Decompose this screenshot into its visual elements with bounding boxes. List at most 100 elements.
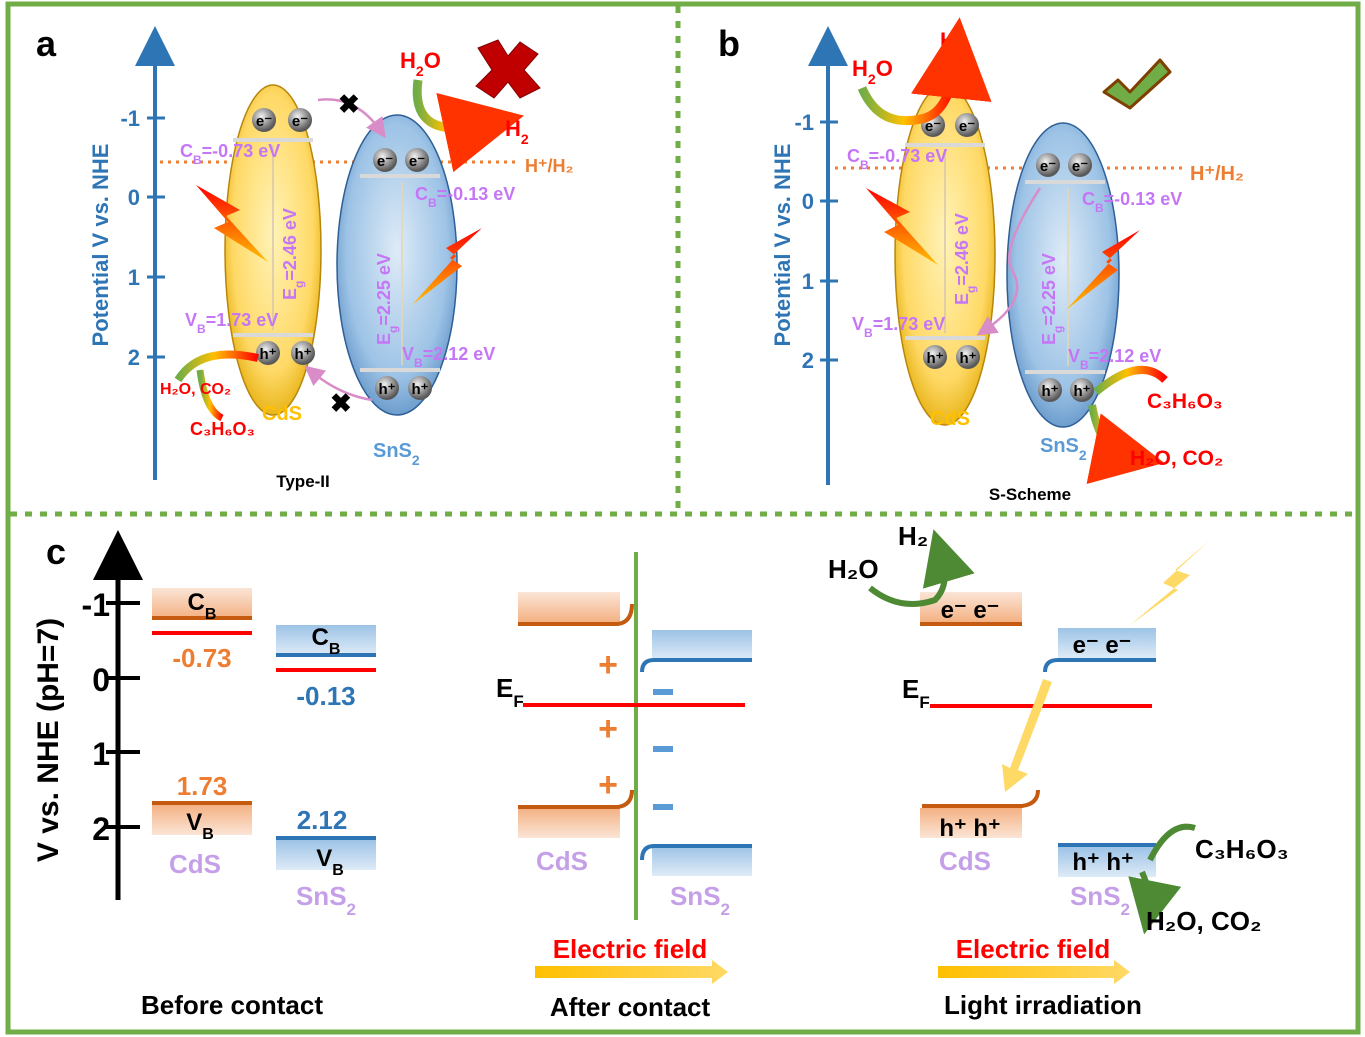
panel-b: b -1 0 1 2 Potential V vs. NHE H⁺/H₂ e⁻ … — [718, 17, 1244, 504]
panel-a-vb-sns2: VB=2.12 eV — [402, 344, 495, 370]
panel-b-label: b — [718, 23, 740, 64]
light-prod2: C₃H₆O₃ — [1195, 834, 1289, 864]
after-plus-2: + — [598, 710, 618, 748]
after-minus-2 — [653, 746, 673, 752]
panel-a-cds-holes: h⁺ h⁺ — [256, 341, 315, 365]
panel-a-h2-evolution-arrow — [412, 79, 525, 173]
light-sns2-cb-band — [1058, 628, 1156, 658]
light-prod1: H₂O, CO₂ — [1146, 906, 1262, 936]
tick-label: 0 — [802, 189, 814, 214]
tick-label: 1 — [92, 736, 110, 772]
panel-b-cds-electrons: e⁻ e⁻ — [921, 113, 979, 137]
before-sns2-vb-value: 2.12 — [297, 805, 348, 835]
panel-b-cds-name: CdS — [930, 408, 970, 430]
light-cds-name: CdS — [939, 846, 991, 876]
panel-c-axis-title: V vs. NHE (pH=7) — [32, 618, 65, 862]
after-cds-cb-band — [518, 592, 620, 622]
after-ef-label: EF — [496, 673, 524, 711]
after-cds-vb-band — [518, 808, 620, 838]
panel-a-sns2-holes: h⁺ h⁺ — [375, 376, 432, 400]
svg-text:e⁻: e⁻ — [959, 118, 975, 135]
after-electric-field-arrow — [535, 960, 728, 984]
outer-frame — [5, 1, 1361, 1035]
tick-label: -1 — [120, 106, 140, 131]
light-sns2-name: SnS2 — [1070, 881, 1130, 919]
after-cds-name: CdS — [536, 846, 588, 876]
panel-b-redox-label: H⁺/H₂ — [1190, 163, 1244, 185]
after-plus-1: + — [598, 646, 618, 684]
svg-text:h⁺: h⁺ — [378, 381, 395, 398]
light-cds-electrons: e⁻ e⁻ — [941, 597, 1000, 624]
panel-b-prod2: C₃H₆O₃ — [1147, 390, 1223, 413]
panel-b-cds-holes: h⁺ h⁺ — [923, 345, 980, 369]
after-sns2-cb-band — [652, 630, 752, 660]
panel-b-axis-title: Potential V vs. NHE — [770, 144, 795, 347]
after-minus-3 — [653, 804, 673, 810]
svg-text:e⁻: e⁻ — [292, 113, 308, 130]
svg-text:h⁺: h⁺ — [411, 381, 428, 398]
after-sns2-name: SnS2 — [670, 881, 730, 919]
panel-b-oxidation-arrow — [1093, 365, 1168, 396]
panel-a-oxidation-arrow — [174, 350, 259, 383]
panel-a-h2o: H2O — [400, 48, 441, 79]
svg-text:e⁻: e⁻ — [409, 153, 425, 170]
light-bolt-icon — [1130, 540, 1210, 625]
light-sns2-holes: h⁺ h⁺ — [1072, 849, 1133, 876]
tick-label: 2 — [128, 345, 140, 370]
panel-a-electron-transfer-arrow — [317, 98, 386, 139]
panel-b-check-icon — [1102, 58, 1172, 110]
light-h2-evolution-arrow — [868, 529, 975, 607]
caption-before-contact: Before contact — [141, 990, 323, 1020]
before-sns2-vb-band — [276, 840, 376, 870]
light-sns2-electrons: e⁻ e⁻ — [1073, 632, 1132, 659]
svg-text:e⁻: e⁻ — [1072, 158, 1088, 175]
caption-after-contact: After contact — [550, 992, 711, 1022]
panel-b-h2o: H2O — [852, 56, 893, 87]
light-electric-field-arrow — [938, 960, 1130, 984]
tick-label: 1 — [128, 265, 140, 290]
svg-text:e⁻: e⁻ — [925, 118, 941, 135]
tick-label: -1 — [82, 587, 110, 623]
tick-label: 2 — [92, 811, 110, 847]
panel-b-prod1: H₂O, CO₂ — [1130, 447, 1223, 470]
svg-text:h⁺: h⁺ — [1041, 383, 1058, 400]
panel-c: c -1 0 1 2 V vs. NHE (pH=7) CB -0.73 1.7… — [32, 521, 1289, 1022]
panel-a-light-bolt-right — [412, 228, 482, 305]
panel-a: a -1 0 1 2 Potential V vs. NHE H⁺/H₂ e⁻ … — [36, 23, 574, 491]
panel-a-sns2-electrons: e⁻ e⁻ — [373, 148, 429, 172]
before-sns2-cb-band — [276, 625, 376, 655]
after-sns2-vb-band — [652, 846, 752, 876]
tick-label: 2 — [802, 348, 814, 373]
svg-text:e⁻: e⁻ — [377, 153, 393, 170]
panel-a-ticks: -1 0 1 2 — [120, 106, 165, 370]
light-cds-holes: h⁺ h⁺ — [939, 815, 1000, 842]
panel-b-ticks: -1 0 1 2 — [794, 110, 838, 373]
panel-b-sns2-holes: h⁺ h⁺ — [1038, 378, 1094, 402]
before-cds-vb-band — [152, 805, 252, 835]
panel-c-label: c — [46, 531, 66, 572]
panel-a-redox-label: H⁺/H₂ — [525, 156, 574, 176]
before-cds-name: CdS — [169, 849, 221, 879]
tick-label: 0 — [128, 185, 140, 210]
before-sns2-cb-value: -0.13 — [296, 681, 355, 711]
light-ef-label: EF — [902, 674, 930, 712]
panel-b-light-bolt-left — [866, 188, 938, 265]
panel-a-caption: Type-II — [276, 472, 330, 491]
panel-b-h2-evolution-arrow — [857, 17, 992, 126]
before-cds-vb-value: 1.73 — [177, 771, 228, 801]
panel-a-sns2-name: SnS2 — [373, 440, 420, 468]
tick-label: 1 — [802, 269, 814, 294]
light-h2: H₂ — [898, 521, 928, 551]
panel-b-sns2-electrons: e⁻ e⁻ — [1036, 153, 1092, 177]
light-oxidation-arrow — [1147, 823, 1196, 862]
light-sns2-vb-band — [1058, 847, 1156, 877]
light-cds-vb-band — [920, 808, 1022, 838]
svg-text:e⁻: e⁻ — [1040, 158, 1056, 175]
panel-b-light-bolt-right — [1066, 230, 1140, 310]
panel-b-recombination-arrow — [976, 187, 1042, 336]
tick-label: -1 — [794, 110, 814, 135]
before-cds-cb-value: -0.73 — [172, 643, 231, 673]
before-sns2-name: SnS2 — [296, 881, 356, 919]
panel-a-block-x-bottom: ✖ — [330, 388, 352, 418]
panel-b-caption: S-Scheme — [989, 485, 1071, 504]
